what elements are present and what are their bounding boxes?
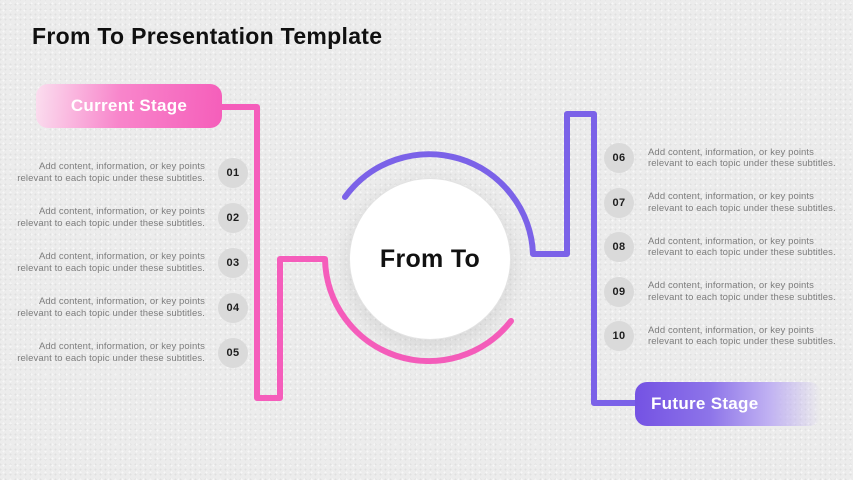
future-stage-list: 06 Add content, information, or key poin… bbox=[604, 136, 848, 359]
number-badge: 04 bbox=[218, 292, 248, 323]
list-item-text: Add content, information, or key points … bbox=[17, 251, 205, 274]
list-item-text: Add content, information, or key points … bbox=[648, 146, 836, 170]
list-item-text: Add content, information, or key points … bbox=[17, 161, 205, 184]
purple-connector-path bbox=[342, 111, 639, 406]
future-stage-label: Future Stage bbox=[651, 394, 759, 413]
list-item: 07 Add content, information, or key poin… bbox=[604, 181, 848, 226]
number-badge: 05 bbox=[218, 337, 248, 368]
number-badge: 08 bbox=[604, 232, 634, 263]
number-badge: 03 bbox=[218, 247, 248, 278]
list-item: 06 Add content, information, or key poin… bbox=[604, 136, 848, 181]
list-item-text: Add content, information, or key points … bbox=[648, 280, 836, 303]
number-badge: 10 bbox=[604, 321, 634, 352]
current-stage-badge: Current Stage bbox=[36, 84, 222, 128]
list-item: 10 Add content, information, or key poin… bbox=[604, 314, 848, 359]
list-item: Add content, information, or key points … bbox=[12, 195, 248, 240]
list-item-text: Add content, information, or key points … bbox=[17, 341, 205, 364]
list-item-text: Add content, information, or key points … bbox=[17, 296, 205, 319]
number-badge: 09 bbox=[604, 276, 634, 307]
number-badge: 06 bbox=[604, 143, 634, 174]
list-item: Add content, information, or key points … bbox=[12, 285, 248, 330]
current-stage-list: Add content, information, or key points … bbox=[12, 150, 248, 375]
list-item: 08 Add content, information, or key poin… bbox=[604, 225, 848, 270]
list-item-text: Add content, information, or key points … bbox=[648, 191, 836, 214]
center-circle: From To bbox=[349, 178, 511, 340]
list-item: Add content, information, or key points … bbox=[12, 150, 248, 195]
center-circle-label: From To bbox=[379, 244, 481, 273]
current-stage-label: Current Stage bbox=[70, 96, 188, 115]
pink-connector-path bbox=[219, 104, 514, 401]
future-stage-badge: Future Stage bbox=[635, 382, 821, 426]
list-item: Add content, information, or key points … bbox=[12, 240, 248, 285]
list-item: Add content, information, or key points … bbox=[12, 330, 248, 375]
list-item: 09 Add content, information, or key poin… bbox=[604, 270, 848, 315]
page-title: From To Presentation Template bbox=[32, 23, 383, 49]
list-item-text: Add content, information, or key points … bbox=[17, 206, 205, 229]
number-badge: 01 bbox=[218, 157, 248, 188]
number-badge: 07 bbox=[604, 187, 634, 218]
list-item-text: Add content, information, or key points … bbox=[648, 235, 836, 259]
list-item-text: Add content, information, or key points … bbox=[648, 324, 836, 348]
number-badge: 02 bbox=[218, 202, 248, 233]
